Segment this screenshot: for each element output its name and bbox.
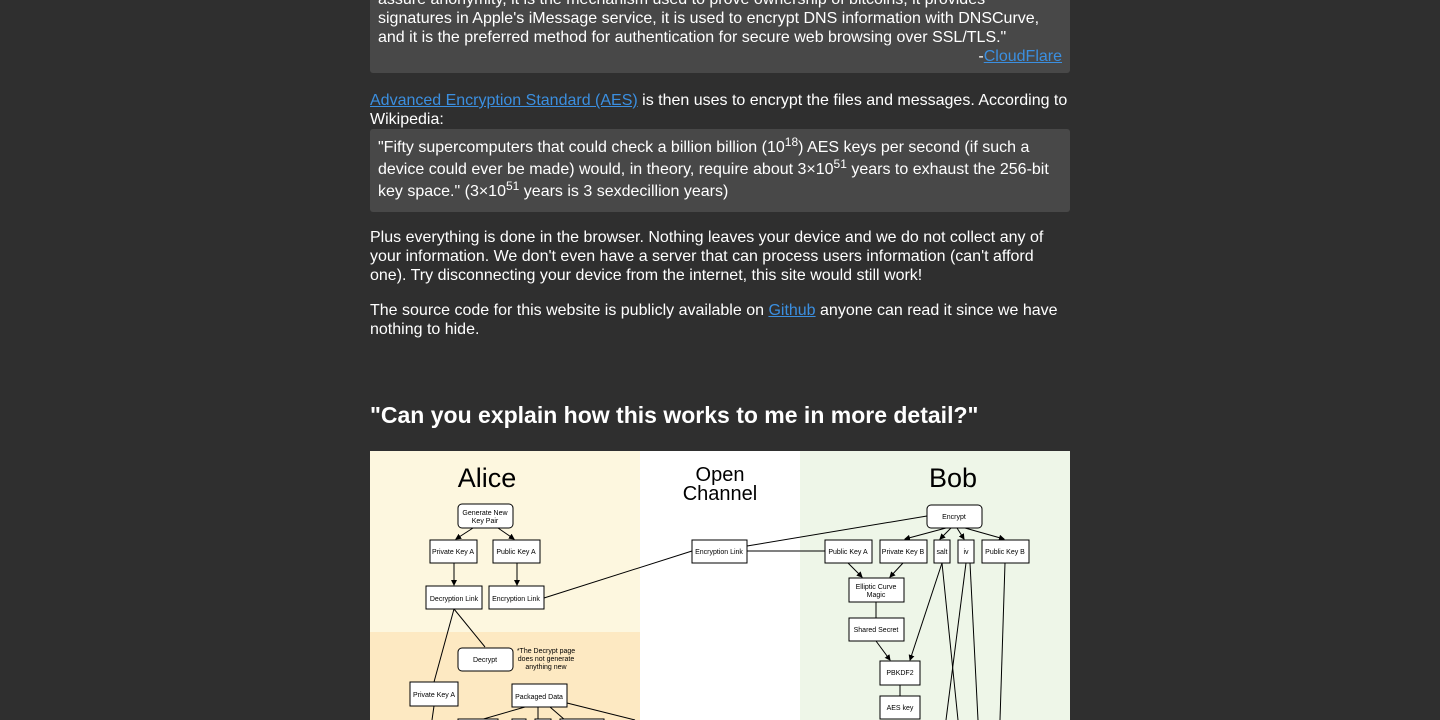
superscript: 51 bbox=[505, 179, 520, 193]
credit-prefix: - bbox=[978, 48, 984, 65]
browser-paragraph: Plus everything is done in the browser. … bbox=[370, 229, 1044, 284]
source-paragraph: The source code for this website is publ… bbox=[370, 301, 1070, 339]
open-channel-panel bbox=[640, 451, 800, 720]
aes-paragraph: Advanced Encryption Standard (AES) is th… bbox=[370, 91, 1070, 129]
quote-text: "Fifty supercomputers that could check a… bbox=[378, 139, 785, 156]
section-heading: "Can you explain how this works to me in… bbox=[370, 402, 979, 428]
wikipedia-quote: "Fifty supercomputers that could check a… bbox=[370, 129, 1070, 212]
source-text: The source code for this website is publ… bbox=[370, 302, 769, 319]
node-label: iv bbox=[963, 549, 969, 556]
node-note: anything new bbox=[525, 664, 567, 671]
node-label: salt bbox=[937, 549, 948, 556]
open-channel-title: Open bbox=[696, 464, 745, 486]
quote-text: years to exhaust the 256-bit key space."… bbox=[378, 161, 1049, 200]
alice-panel-lower bbox=[370, 632, 640, 720]
bob-title: Bob bbox=[929, 463, 977, 493]
node-label: Shared Secret bbox=[854, 627, 899, 634]
node-label: Generate New bbox=[462, 510, 508, 517]
node-label: Private Key B bbox=[882, 549, 925, 556]
quote-line: and it is the preferred method for authe… bbox=[378, 29, 1007, 46]
aes-paragraph-text: is then uses to encrypt the files and me… bbox=[370, 92, 1068, 128]
superscript: 51 bbox=[833, 157, 847, 171]
node-label: Private Key A bbox=[413, 692, 455, 699]
node-label: PBKDF2 bbox=[886, 670, 913, 677]
node-label: AES key bbox=[887, 705, 914, 712]
node-label: Encryption Link bbox=[492, 596, 540, 603]
quote-text: years is 3 sexdecillion years) bbox=[519, 183, 729, 200]
source-text: anyone can read it since we have nothing… bbox=[370, 302, 1058, 338]
quote-credit: -CloudFlare bbox=[378, 47, 1062, 66]
node-label: Private Key A bbox=[432, 549, 474, 556]
open-channel-title: Channel bbox=[683, 483, 758, 505]
cloudflare-link[interactable]: CloudFlare bbox=[983, 48, 1062, 65]
quote-line: assure anonymity, it is the mechanism us… bbox=[378, 0, 1062, 9]
node-label: Key Pair bbox=[472, 518, 499, 525]
node-label: Public Key B bbox=[985, 549, 1025, 556]
node-label: Public Key A bbox=[828, 549, 868, 556]
node-label: Decryption Link bbox=[430, 596, 479, 603]
node-label: Encryption Link bbox=[695, 549, 743, 556]
node-note: *The Decrypt page bbox=[517, 648, 575, 655]
quote-line: signatures in Apple's iMessage service, … bbox=[378, 10, 1040, 27]
node-label: Public Key A bbox=[496, 549, 536, 556]
aes-link[interactable]: Advanced Encryption Standard (AES) bbox=[370, 92, 638, 109]
node-label: Magic bbox=[867, 592, 886, 599]
encryption-diagram: Alice Open Channel Bob bbox=[370, 451, 1070, 720]
node-label: Encrypt bbox=[942, 514, 966, 521]
alice-title: Alice bbox=[458, 463, 517, 493]
node-label: Elliptic Curve bbox=[856, 584, 897, 591]
github-link[interactable]: Github bbox=[768, 302, 816, 319]
node-note: does not generate bbox=[518, 656, 575, 663]
cloudflare-quote: assure anonymity, it is the mechanism us… bbox=[370, 0, 1070, 73]
quote-text: ) AES keys per second (if such a device … bbox=[378, 139, 1030, 178]
node-label: Decrypt bbox=[473, 657, 497, 664]
node-label: Packaged Data bbox=[515, 694, 563, 701]
superscript: 18 bbox=[784, 135, 799, 149]
